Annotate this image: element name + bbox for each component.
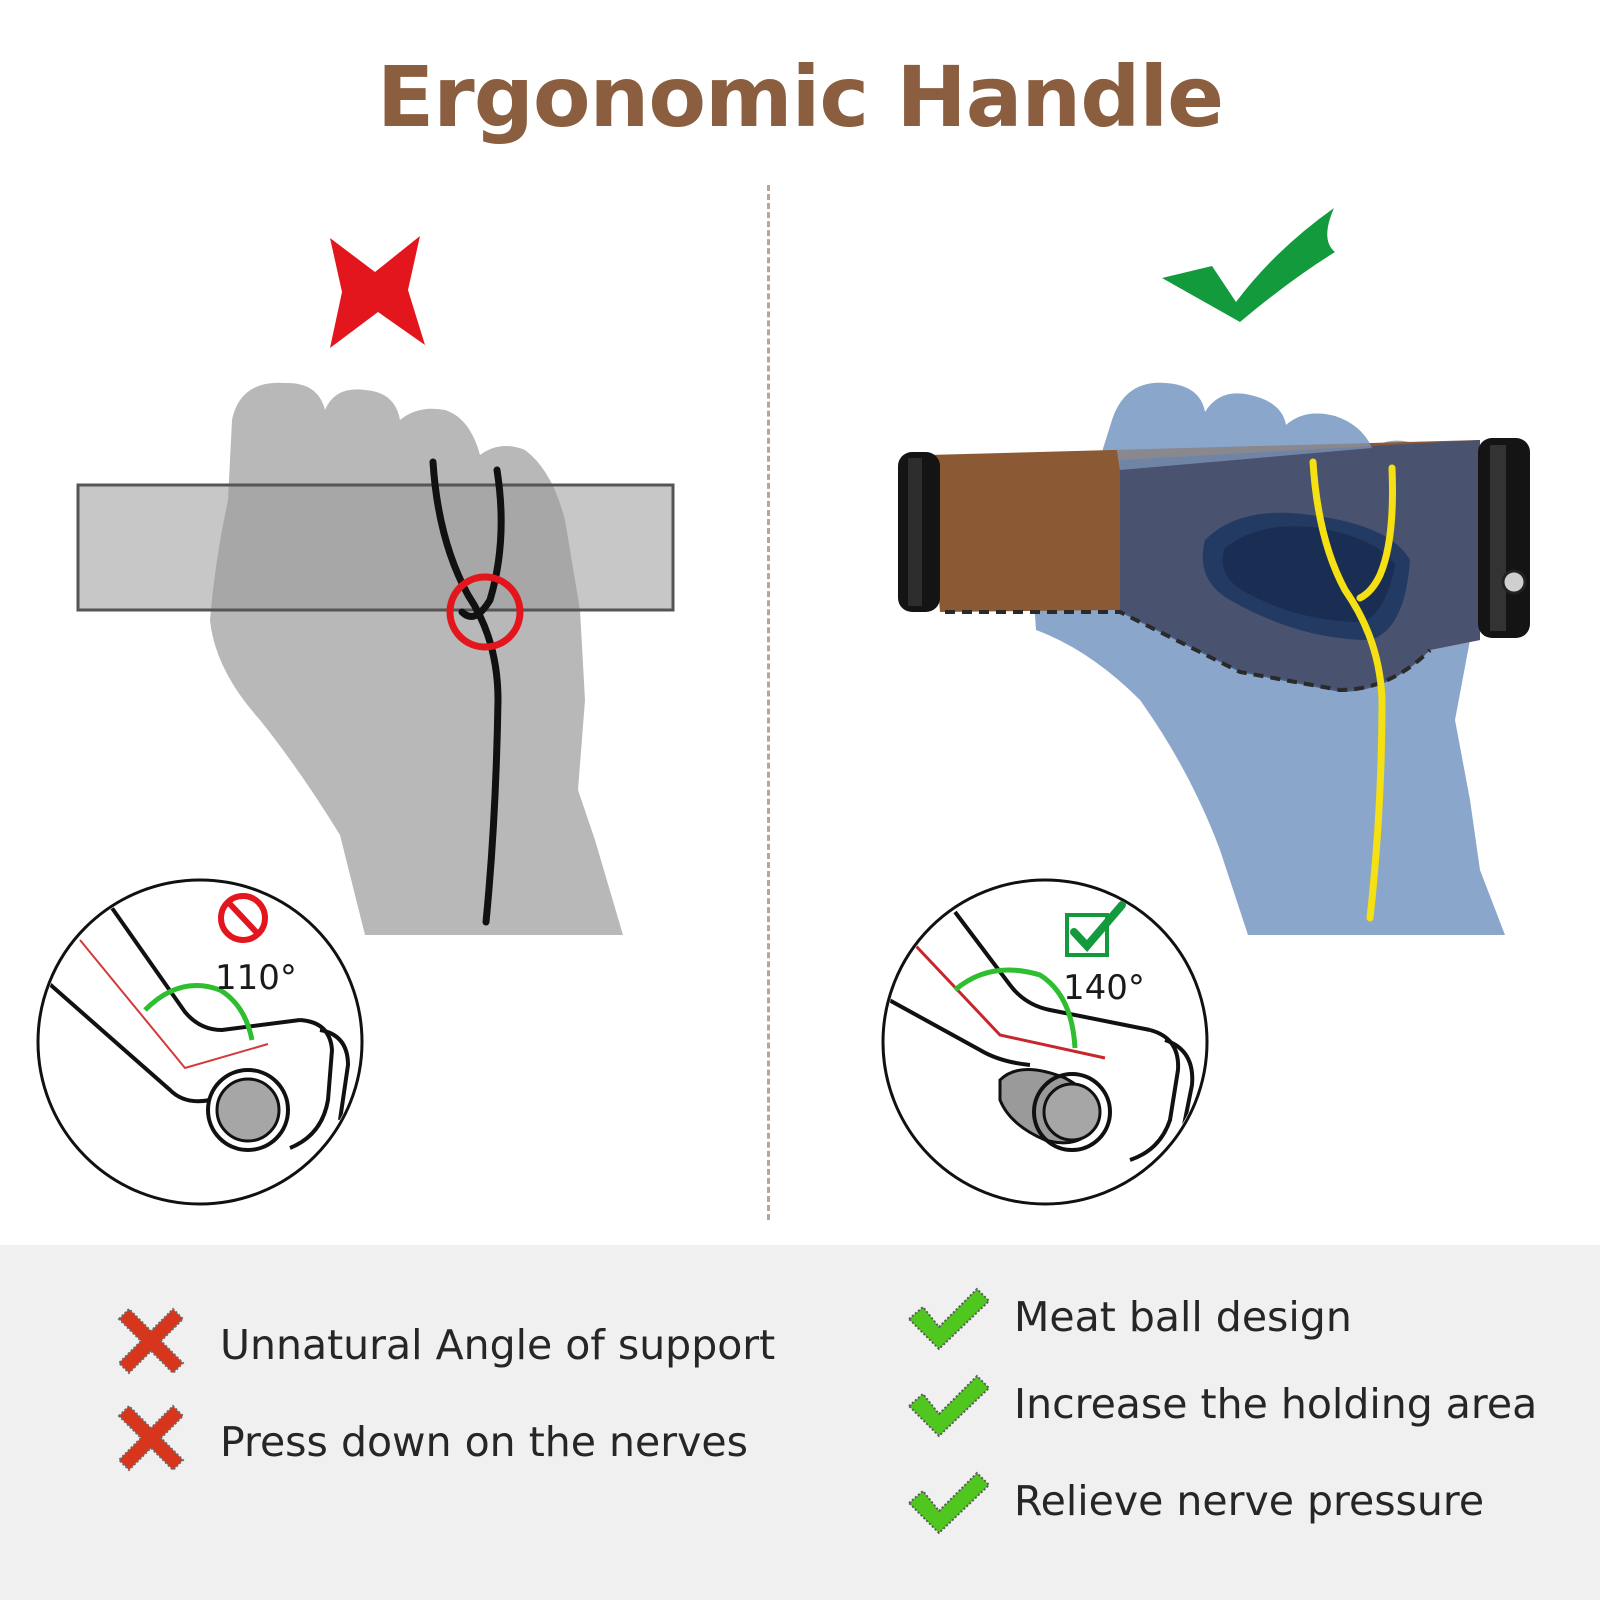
cross-icon bbox=[117, 1307, 185, 1375]
comparison-illustration bbox=[36, 208, 1530, 1206]
checkbox-icon bbox=[1065, 901, 1126, 957]
nerve-lines-good bbox=[1309, 458, 1396, 922]
check-icon bbox=[907, 1287, 991, 1351]
wrist-angle-inset-good bbox=[881, 878, 1209, 1206]
bad-angle-label: 110° bbox=[215, 958, 297, 998]
bad-point-2: Press down on the nerves bbox=[220, 1418, 748, 1466]
green-check-icon bbox=[1162, 208, 1335, 322]
good-point-1: Meat ball design bbox=[1014, 1293, 1352, 1341]
nerve-lines-bad bbox=[429, 458, 505, 926]
good-point-2: Increase the holding area bbox=[1014, 1380, 1538, 1428]
ergonomic-grip bbox=[898, 382, 1530, 693]
red-x-icon bbox=[330, 236, 425, 348]
gray-hand-silhouette bbox=[210, 382, 623, 935]
check-icon bbox=[907, 1471, 991, 1535]
center-divider bbox=[767, 185, 770, 1220]
prohibited-icon bbox=[218, 893, 268, 943]
good-angle-label: 140° bbox=[1063, 968, 1145, 1008]
flat-handlebar bbox=[76, 483, 675, 612]
page-title: Ergonomic Handle bbox=[376, 48, 1224, 146]
good-point-3: Relieve nerve pressure bbox=[1014, 1477, 1485, 1525]
bad-point-1: Unnatural Angle of support bbox=[220, 1321, 776, 1369]
pressure-point-circle bbox=[446, 573, 524, 651]
wrist-angle-inset-bad bbox=[36, 878, 364, 1206]
check-icon bbox=[907, 1374, 991, 1438]
feature-comparison-panel bbox=[0, 1245, 1600, 1600]
cross-icon bbox=[117, 1404, 185, 1472]
